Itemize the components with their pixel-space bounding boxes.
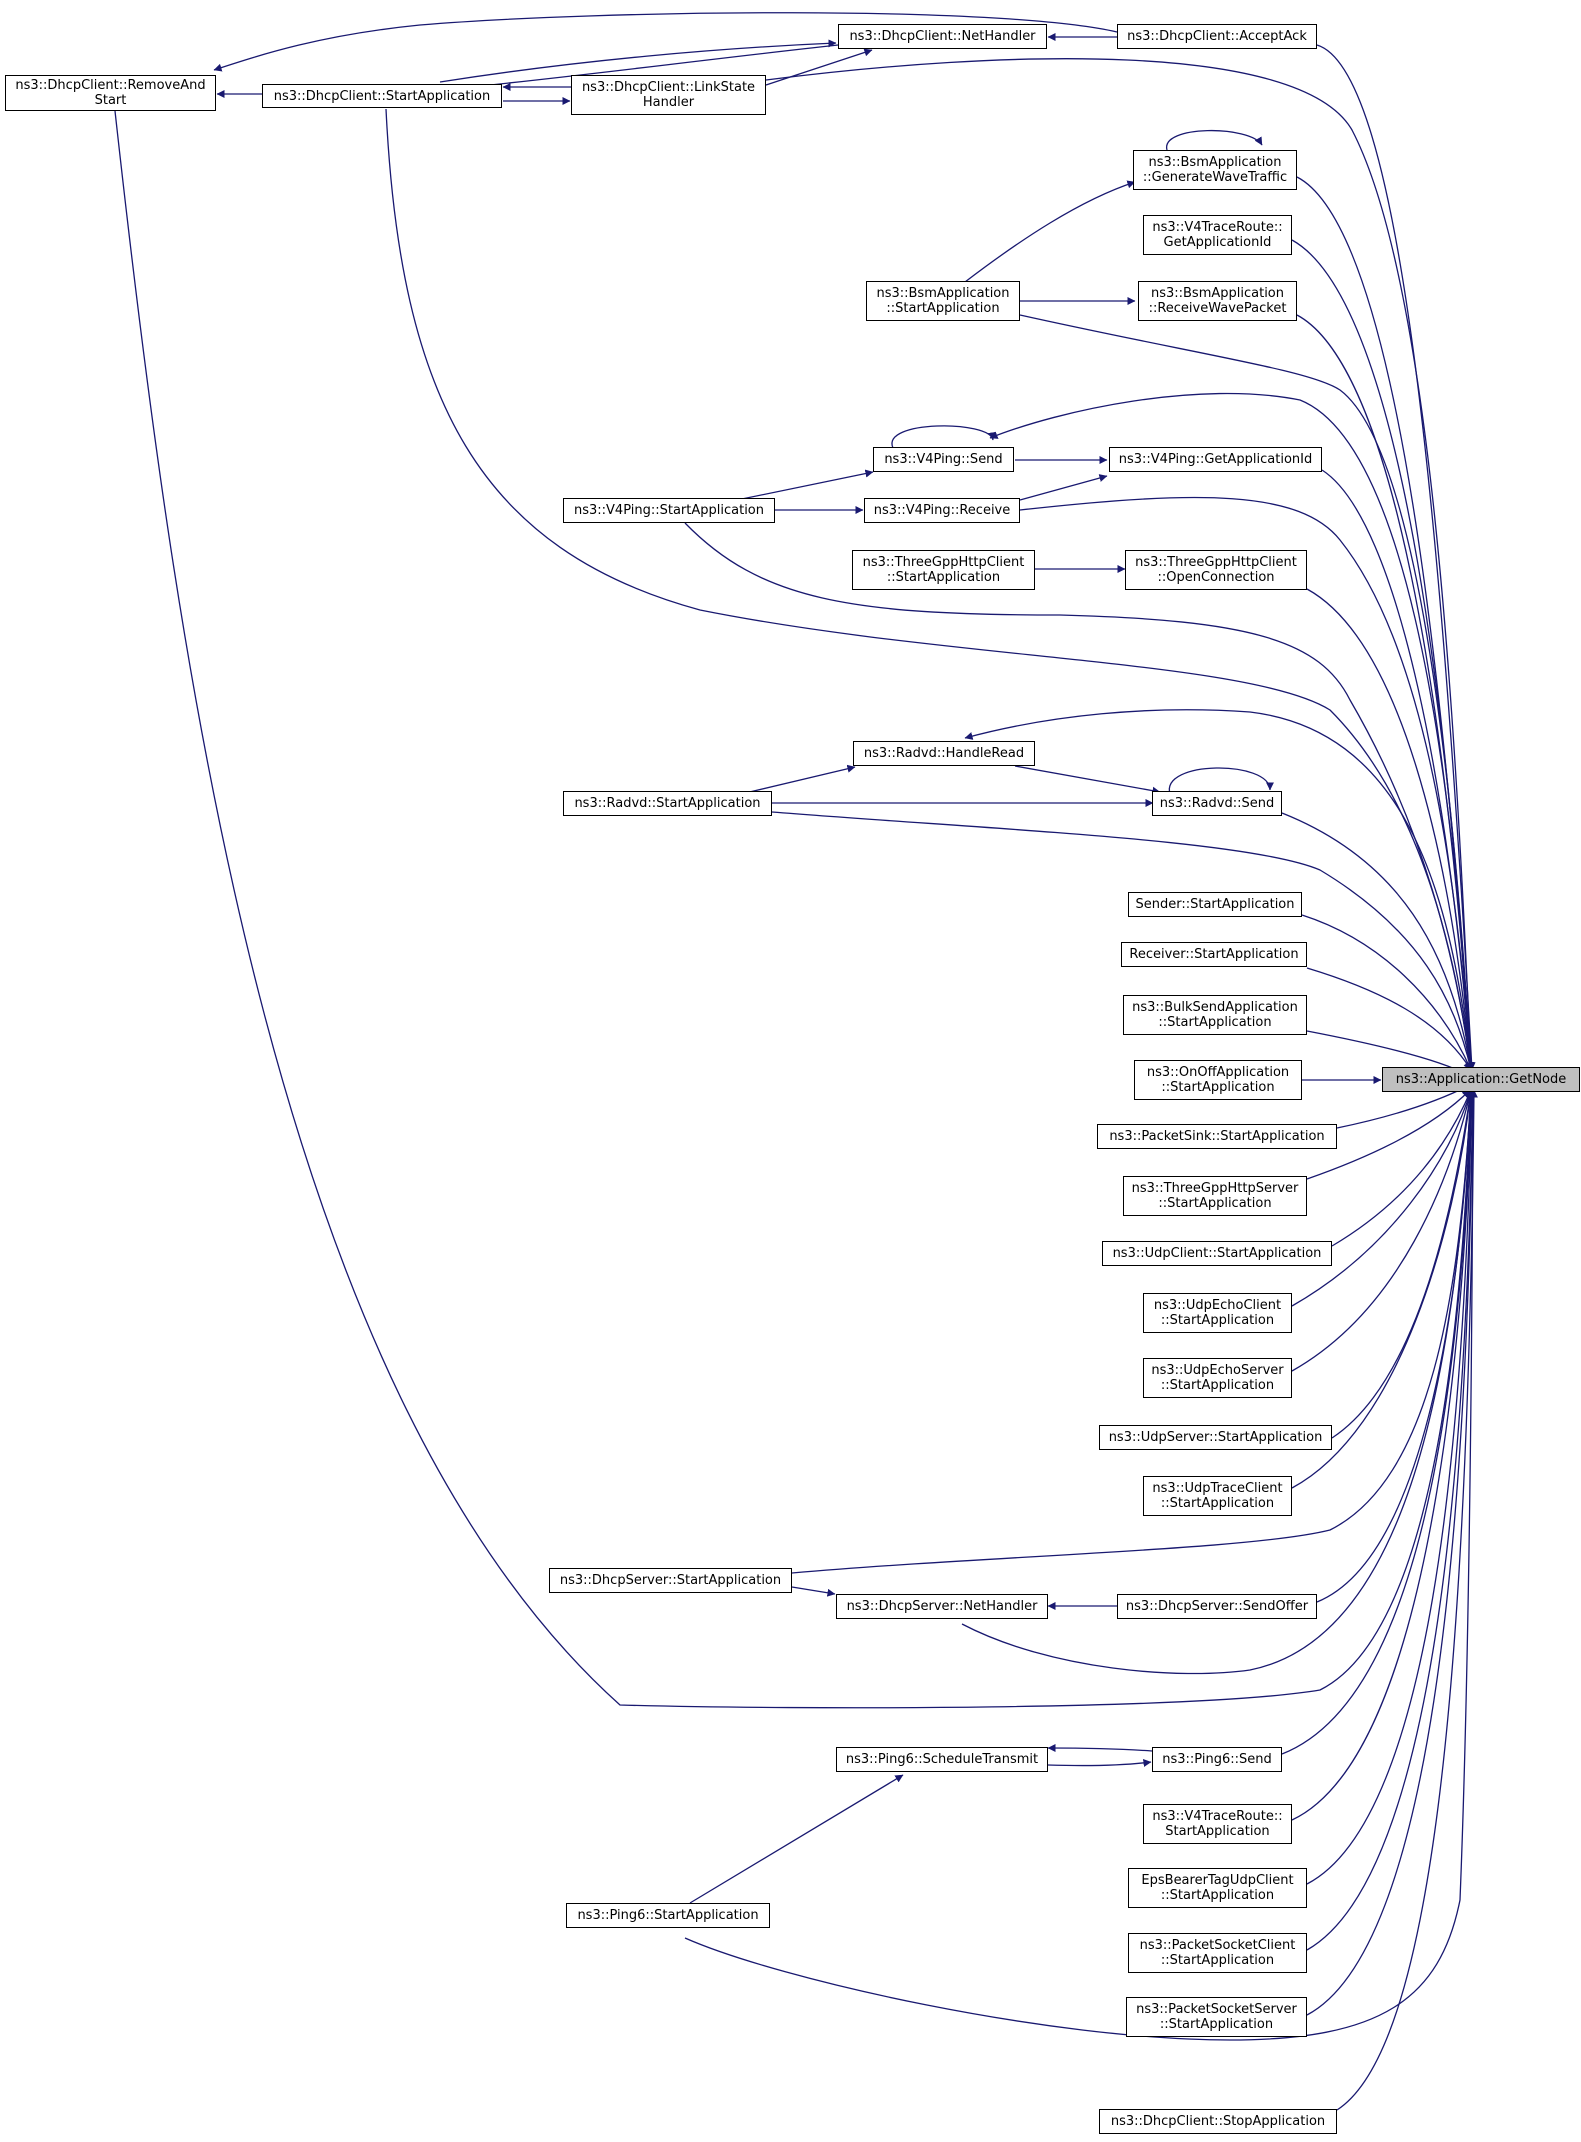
node-sender-startapplication[interactable]: Sender::StartApplication xyxy=(1128,892,1302,917)
node-onoff-startapplication[interactable]: ns3::OnOffApplication ::StartApplication xyxy=(1134,1060,1302,1100)
node-v4ping-startapplication[interactable]: ns3::V4Ping::StartApplication xyxy=(563,498,775,523)
edge-radvdstart-radvdhandleread xyxy=(736,764,856,796)
node-dhcpc-removeandstart[interactable]: ns3::DhcpClient::RemoveAnd Start xyxy=(5,75,216,111)
node-receiver-startapplication[interactable]: Receiver::StartApplication xyxy=(1121,942,1307,967)
node-radvd-startapplication[interactable]: ns3::Radvd::StartApplication xyxy=(563,791,772,816)
edge-radvdhandleread-radvdsend xyxy=(1014,765,1161,795)
edge-getnode-radvdhandleread xyxy=(964,709,1472,1071)
edge-bsmstart-getnode xyxy=(1019,314,1475,1071)
node-threegpphttpclient-startapplication[interactable]: ns3::ThreeGppHttpClient ::StartApplicati… xyxy=(852,550,1035,590)
edge-psc-getnode xyxy=(1306,1089,1477,1951)
edge-ping6start-ping6sched xyxy=(689,1774,904,1904)
edge-sender-getnode xyxy=(1301,914,1472,1071)
node-bsm-generatewavetraffic[interactable]: ns3::BsmApplication ::GenerateWaveTraffi… xyxy=(1133,150,1297,190)
edge-radvdsend-getnode xyxy=(1281,812,1474,1071)
node-ping6-startapplication[interactable]: ns3::Ping6::StartApplication xyxy=(566,1903,770,1928)
edge-dhcpcstart-nethandler xyxy=(439,39,837,83)
edge-v4send-self xyxy=(891,425,996,449)
edge-getnode-v4send xyxy=(989,392,1472,1071)
node-ping6-scheduletransmit[interactable]: ns3::Ping6::ScheduleTransmit xyxy=(836,1747,1048,1772)
edge-v4recv-getnode xyxy=(1019,496,1475,1071)
node-ping6-send[interactable]: ns3::Ping6::Send xyxy=(1152,1747,1282,1772)
node-dhcpc-nethandler[interactable]: ns3::DhcpClient::NetHandler xyxy=(838,24,1047,49)
node-udpclient-startapplication[interactable]: ns3::UdpClient::StartApplication xyxy=(1102,1241,1332,1266)
edge-dhcpsstart-dhcpsnet xyxy=(791,1586,836,1597)
node-bulksend-startapplication[interactable]: ns3::BulkSendApplication ::StartApplicat… xyxy=(1123,995,1307,1035)
node-packetsocketclient-startapplication[interactable]: ns3::PacketSocketClient ::StartApplicati… xyxy=(1128,1933,1307,1973)
edge-linkstate-getnode xyxy=(765,58,1475,1071)
edge-genwave-self xyxy=(1166,129,1263,151)
node-packetsocketserver-startapplication[interactable]: ns3::PacketSocketServer ::StartApplicati… xyxy=(1126,1997,1307,2037)
node-udptraceclient-startapplication[interactable]: ns3::UdpTraceClient ::StartApplication xyxy=(1143,1476,1292,1516)
edge-udpclient-getnode xyxy=(1331,1089,1472,1247)
edge-tghttpopen-getnode xyxy=(1306,588,1475,1071)
node-threegpphttpclient-openconnection[interactable]: ns3::ThreeGppHttpClient ::OpenConnection xyxy=(1125,550,1307,590)
node-v4traceroute-startapplication[interactable]: ns3::V4TraceRoute:: StartApplication xyxy=(1143,1804,1292,1844)
node-dhcpserver-nethandler[interactable]: ns3::DhcpServer::NetHandler xyxy=(836,1594,1048,1619)
node-dhcpc-acceptack[interactable]: ns3::DhcpClient::AcceptAck xyxy=(1117,24,1317,49)
node-udpserver-startapplication[interactable]: ns3::UdpServer::StartApplication xyxy=(1099,1425,1332,1450)
edge-packetsink-getnode xyxy=(1336,1085,1469,1129)
edge-bsmstart-genwave xyxy=(964,180,1136,283)
node-udpechoclient-startapplication[interactable]: ns3::UdpEchoClient ::StartApplication xyxy=(1143,1293,1292,1333)
edge-ping6send-ping6sched xyxy=(1047,1744,1153,1753)
node-radvd-send[interactable]: ns3::Radvd::Send xyxy=(1152,791,1282,816)
edge-v4trstart-getnode xyxy=(1291,1089,1476,1821)
node-dhcpserver-sendoffer[interactable]: ns3::DhcpServer::SendOffer xyxy=(1117,1594,1317,1619)
edge-acceptack-removeandstart xyxy=(213,12,1118,72)
edge-epsbearer-getnode xyxy=(1306,1089,1476,1885)
node-udpechoserver-startapplication[interactable]: ns3::UdpEchoServer ::StartApplication xyxy=(1143,1358,1292,1398)
edge-ping6send-getnode xyxy=(1281,1089,1476,1755)
edge-removeandstart-getnode xyxy=(114,110,1475,1709)
edge-acceptack-getnode xyxy=(1316,44,1476,1071)
edge-pss-getnode xyxy=(1306,1089,1477,2016)
edge-ping6start-getnode xyxy=(684,1089,1477,2041)
node-threegpphttpserver-startapplication[interactable]: ns3::ThreeGppHttpServer ::StartApplicati… xyxy=(1123,1176,1307,1216)
edge-v4start-getnode xyxy=(684,522,1474,1071)
edge-udptrace-getnode xyxy=(1291,1089,1475,1489)
edge-udpechos-getnode xyxy=(1291,1089,1474,1372)
edge-tghttps-getnode xyxy=(1306,1089,1471,1180)
edge-linkstate-nethandler xyxy=(765,48,873,86)
edge-dhcpsnet-getnode xyxy=(961,1089,1475,1675)
node-dhcpclient-stopapplication[interactable]: ns3::DhcpClient::StopApplication xyxy=(1099,2109,1337,2134)
edge-v4recv-v4getid xyxy=(1019,474,1108,501)
node-bsm-receivewavepacket[interactable]: ns3::BsmApplication ::ReceiveWavePacket xyxy=(1138,281,1297,321)
node-packetsink-startapplication[interactable]: ns3::PacketSink::StartApplication xyxy=(1097,1124,1337,1149)
edge-dhcpcstop-getnode xyxy=(1336,1089,1478,2111)
node-bsm-startapplication[interactable]: ns3::BsmApplication ::StartApplication xyxy=(866,281,1020,321)
node-dhcpserver-startapplication[interactable]: ns3::DhcpServer::StartApplication xyxy=(549,1568,792,1593)
edge-receiver-getnode xyxy=(1306,967,1472,1071)
node-epsbearertagudpclient-startapplication[interactable]: EpsBearerTagUdpClient ::StartApplication xyxy=(1128,1868,1307,1908)
node-dhcpc-startapplication[interactable]: ns3::DhcpClient::StartApplication xyxy=(262,84,502,108)
edge-bsmrecv-getnode xyxy=(1296,314,1475,1071)
node-v4ping-getapplicationid[interactable]: ns3::V4Ping::GetApplicationId xyxy=(1109,447,1322,472)
edge-dhcpsstart-getnode xyxy=(791,1089,1475,1574)
node-dhcpc-linkstatehandler[interactable]: ns3::DhcpClient::LinkState Handler xyxy=(571,75,766,115)
node-v4ping-send[interactable]: ns3::V4Ping::Send xyxy=(873,447,1014,472)
edge-ping6sched-ping6send xyxy=(1047,1759,1152,1767)
node-radvd-handleread[interactable]: ns3::Radvd::HandleRead xyxy=(853,741,1035,766)
node-application-getnode: ns3::Application::GetNode xyxy=(1382,1067,1580,1092)
node-v4traceroute-getapplicationid[interactable]: ns3::V4TraceRoute:: GetApplicationId xyxy=(1143,215,1292,255)
edge-radvdstart-getnode xyxy=(771,811,1474,1071)
node-v4ping-receive[interactable]: ns3::V4Ping::Receive xyxy=(864,498,1020,523)
edge-v4start-v4send xyxy=(736,469,874,501)
edge-radvdsend-self xyxy=(1168,767,1274,795)
edge-udpechoc-getnode xyxy=(1291,1089,1473,1307)
edge-dhcpcstart-getnode xyxy=(385,108,1474,1071)
